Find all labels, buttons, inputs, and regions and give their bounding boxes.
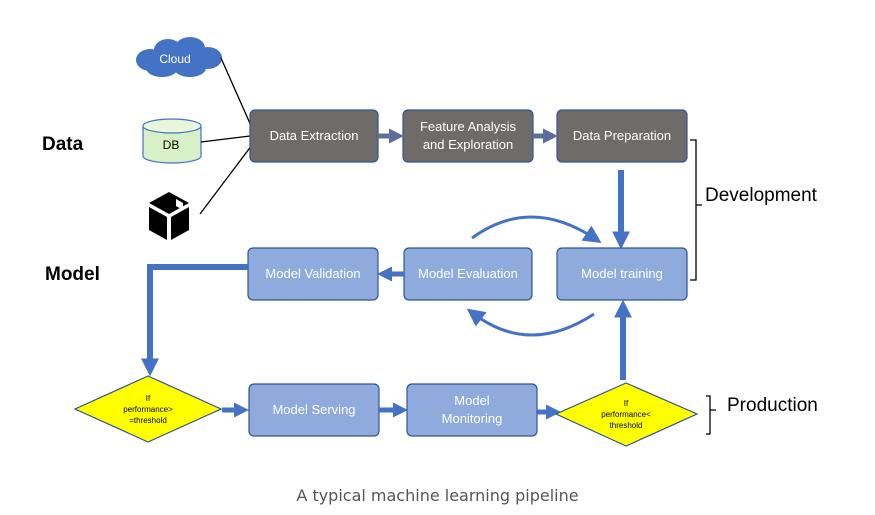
feature-analysis-box (402, 109, 534, 163)
decision-left-line1: If (146, 394, 151, 403)
label-production: Production (727, 395, 818, 416)
production-bracket (706, 395, 716, 435)
model-monitoring-box (406, 383, 538, 437)
database-icon (142, 118, 202, 164)
data-extraction-label: Data Extraction (270, 128, 359, 143)
model-serving-label: Model Serving (272, 402, 355, 417)
model-monitoring-label-line1: Model (454, 393, 490, 408)
label-data: Data (42, 134, 84, 155)
decision-left-diamond (73, 375, 223, 443)
model-validation-label: Model Validation (265, 266, 360, 281)
data-preparation-label: Data Preparation (573, 128, 671, 143)
cloud-label: Cloud (159, 52, 190, 66)
decision-right-line1: If (624, 399, 629, 408)
decision-left-line3: =threshold (129, 416, 167, 425)
pipeline-diagram: Data Model Development Production Cloud … (42, 37, 818, 447)
label-development: Development (705, 185, 818, 206)
development-bracket (690, 139, 702, 281)
decision-left-line2: performance> (123, 405, 173, 414)
db-label: DB (163, 138, 180, 152)
arrow-validation-to-decision (141, 264, 248, 377)
decision-right-diamond (554, 382, 699, 447)
source-connectors (199, 57, 253, 215)
package-icon (149, 192, 189, 240)
cloud-icon (136, 37, 222, 77)
model-evaluation-label: Model Evaluation (418, 266, 518, 281)
feature-analysis-label-line2: and Exploration (423, 137, 513, 152)
model-monitoring-label-line2: Monitoring (442, 411, 503, 426)
label-model: Model (45, 264, 100, 285)
decision-right-line3: threshold (610, 421, 643, 430)
decision-right-line2: performance< (601, 410, 651, 419)
figure-caption: A typical machine learning pipeline (296, 486, 579, 505)
feature-analysis-label-line1: Feature Analysis (420, 119, 517, 134)
loop-arrow-bottom (466, 308, 595, 337)
model-training-label: Model training (581, 266, 663, 281)
loop-arrow-top (471, 215, 602, 243)
